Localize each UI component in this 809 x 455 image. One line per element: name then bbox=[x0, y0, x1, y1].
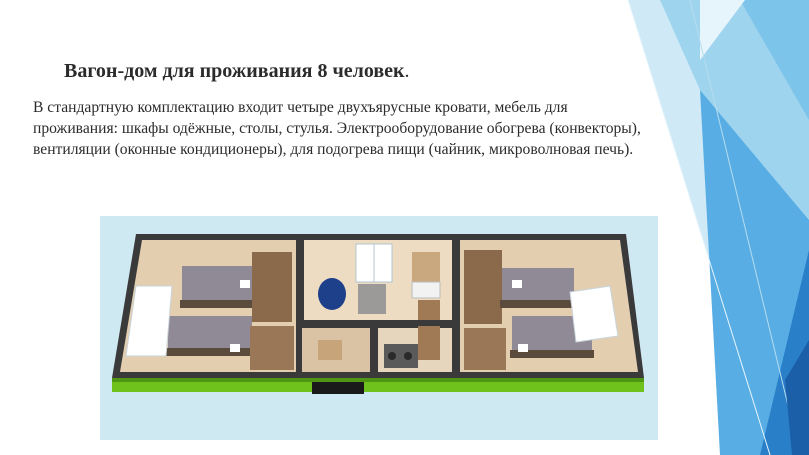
slide-body-text: В стандартную комплектацию входит четыре… bbox=[33, 99, 641, 158]
slide-title-text: Вагон-дом для проживания 8 человек bbox=[64, 60, 405, 82]
slide-title: Вагон-дом для проживания 8 человек. bbox=[64, 60, 410, 83]
slide-title-punct: . bbox=[404, 60, 410, 82]
floor-plan-image bbox=[100, 216, 658, 440]
